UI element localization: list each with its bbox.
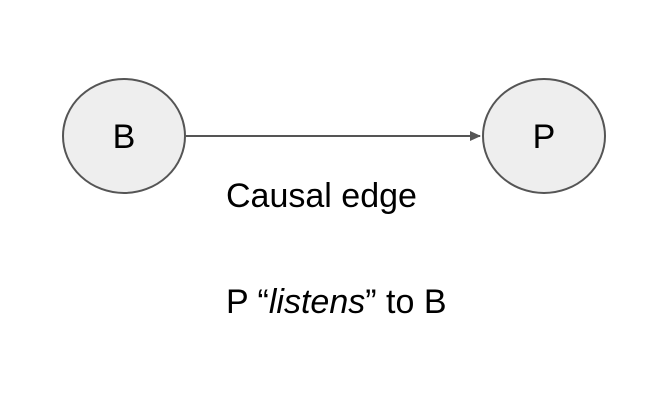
relation-subject: P — [226, 283, 249, 321]
edge-caption: Causal edge — [226, 177, 417, 215]
relation-rest: to B — [386, 283, 447, 321]
node-p-label: P — [533, 118, 556, 156]
node-b: B — [62, 78, 186, 194]
node-p: P — [482, 78, 606, 194]
node-p-circle — [482, 78, 606, 194]
node-b-circle — [62, 78, 186, 194]
relation-caption: P “listens” to B — [226, 280, 447, 324]
relation-open-quote: “ — [257, 283, 269, 321]
node-b-label: B — [113, 118, 136, 156]
relation-close-quote: ” — [365, 283, 377, 321]
relation-verb: listens — [268, 283, 366, 321]
